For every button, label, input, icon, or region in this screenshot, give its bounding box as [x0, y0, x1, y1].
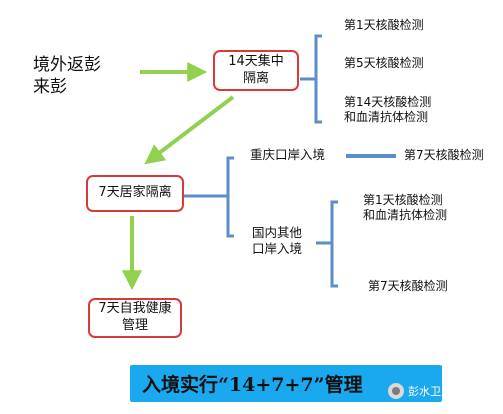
box-14day-line-1: 14天集中 — [228, 53, 284, 69]
bracket-14day-checks — [300, 34, 322, 124]
origin-label-line-1: 境外返彭 — [33, 55, 101, 75]
origin-label-line-2: 来彭 — [33, 77, 67, 98]
arrow-14day-to-home — [144, 95, 235, 165]
branch-other-label: 国内其他 口岸入境 — [252, 225, 302, 256]
bracket-other-checks — [316, 200, 338, 288]
check-other-day1: 第1天核酸检测 和血清抗体检测 — [363, 193, 447, 223]
branch-chongqing-label: 重庆口岸入境 — [250, 147, 326, 162]
box-7day-home-quarantine: 7天居家隔离 — [86, 175, 184, 212]
watermark: 彭水卫生健康 — [388, 380, 474, 402]
origin-label: 境外返彭 来彭 — [33, 54, 101, 98]
check-other-day7: 第7天核酸检测 — [368, 279, 448, 293]
check-14-day14-line-1: 第14天核酸检测 — [344, 95, 432, 109]
check-other-day1-line-1: 第1天核酸检测 — [363, 193, 443, 207]
check-14-day1: 第1天核酸检测 — [344, 18, 424, 32]
check-other-day1-line-2: 和血清抗体检测 — [363, 208, 448, 222]
box-self-line-1: 7天自我健康 — [98, 301, 172, 317]
box-7day-self-health: 7天自我健康 管理 — [88, 298, 182, 338]
watermark-text: 彭水卫生健康 — [408, 385, 474, 398]
check-14-day14: 第14天核酸检测 和血清抗体检测 — [344, 95, 431, 125]
branch-chongqing-check: 第7天核酸检测 — [404, 148, 484, 162]
branch-other-line-2: 口岸入境 — [252, 240, 303, 256]
check-14-day5: 第5天核酸检测 — [344, 56, 424, 70]
box-home-label: 7天居家隔离 — [98, 185, 172, 201]
box-self-line-2: 管理 — [121, 318, 148, 333]
wechat-logo-icon — [388, 383, 404, 399]
bracket-home-branches — [184, 156, 234, 238]
box-14day-centralized-quarantine: 14天集中 隔离 — [213, 50, 299, 91]
branch-other-line-1: 国内其他 — [252, 225, 303, 240]
box-14day-line-2: 隔离 — [242, 70, 269, 86]
check-14-day14-line-2: 和血清抗体检测 — [344, 110, 429, 124]
banner-text: 入境实行“14+7+7”管理 — [142, 374, 363, 396]
